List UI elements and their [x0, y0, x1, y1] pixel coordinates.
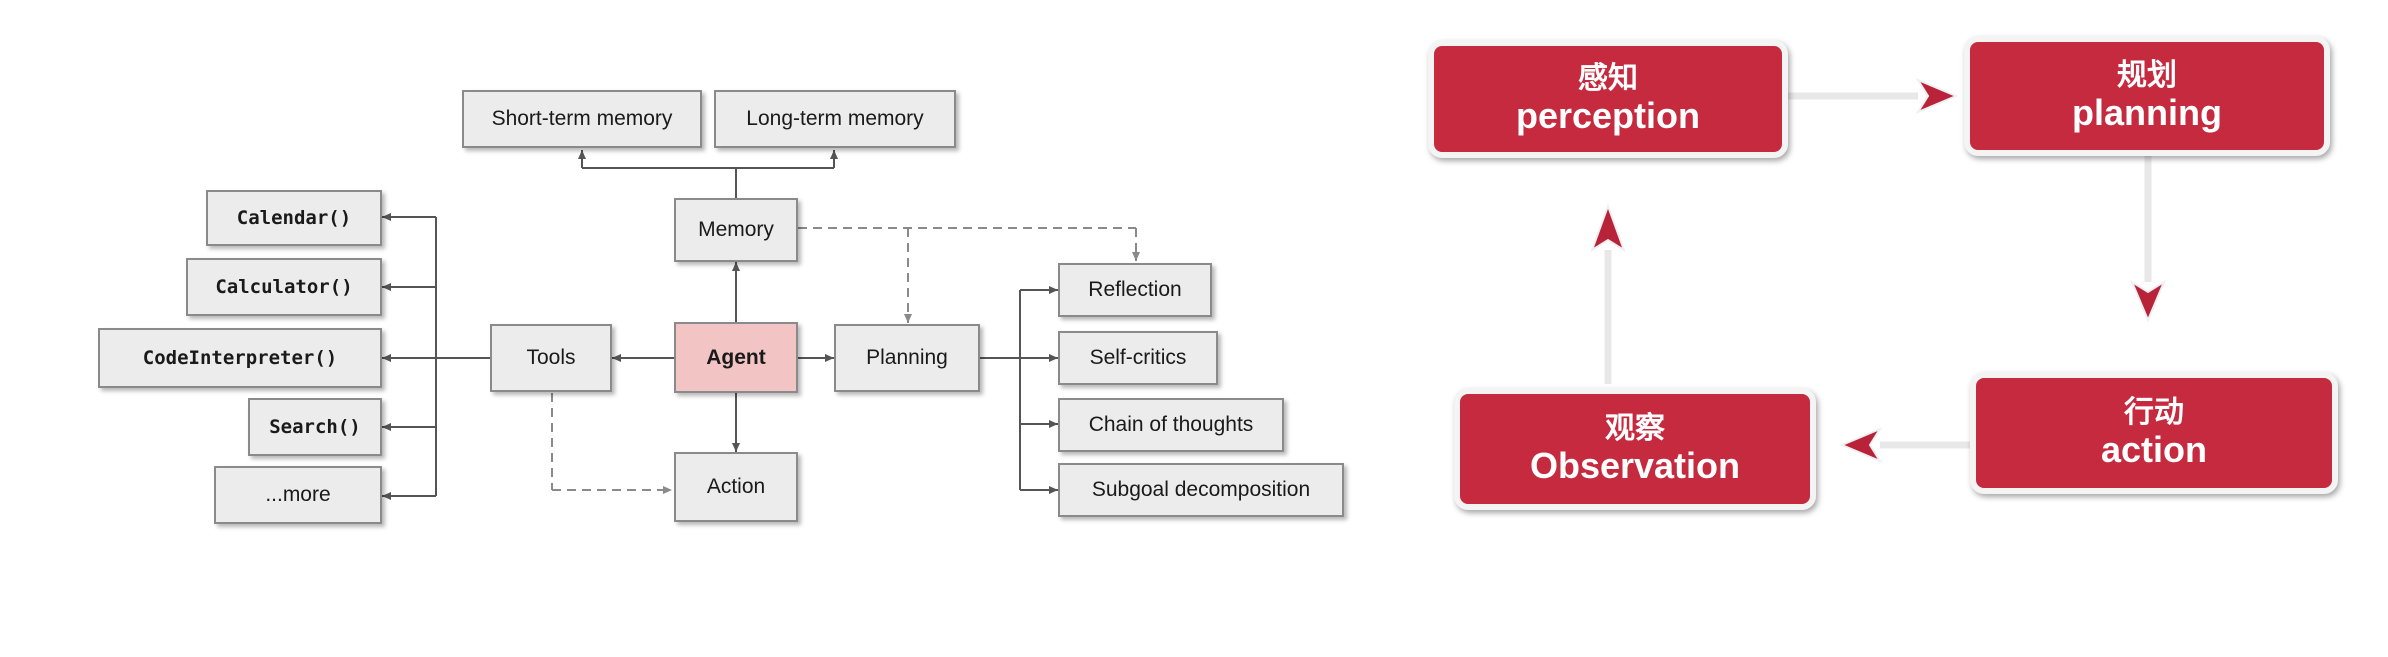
action-label: Action [706, 475, 766, 498]
memory-label: Memory [698, 218, 774, 241]
tools-box: Tools [490, 324, 612, 392]
action-en: action [2100, 428, 2207, 470]
agent-box: Agent [674, 322, 798, 393]
tool-item-label: CodeInterpreter() [142, 347, 338, 369]
action-zh: 行动 [2124, 395, 2184, 431]
short-term-memory-box: Short-term memory [462, 90, 702, 148]
observation-zh: 观察 [1605, 411, 1665, 447]
action-box: Action [674, 452, 798, 522]
planning-cycle-box: 规划 planning [1964, 36, 2330, 156]
agent-label: Agent [706, 345, 766, 369]
planning-item-subgoal-decomposition: Subgoal decomposition [1058, 463, 1344, 517]
long-term-memory-box: Long-term memory [714, 90, 956, 148]
observation-box: 观察 Observation [1454, 388, 1816, 510]
tool-item-calculator: Calculator() [186, 258, 382, 316]
tool-item-label: Search() [269, 416, 361, 438]
perception-en: perception [1515, 94, 1701, 136]
planning-item-label: Self-critics [1089, 346, 1187, 369]
observation-en: Observation [1529, 444, 1741, 486]
planning-item-reflection: Reflection [1058, 263, 1212, 317]
planning-item-label: Chain of thoughts [1088, 413, 1254, 436]
planning-en: planning [2072, 91, 2222, 133]
perception-zh: 感知 [1578, 61, 1638, 97]
planning-zh: 规划 [2117, 58, 2177, 94]
planning-item-label: Subgoal decomposition [1091, 478, 1311, 501]
planning-item-self-critics: Self-critics [1058, 331, 1218, 385]
arrow-head-up [1590, 203, 1626, 253]
arrow-head-left [1839, 426, 1883, 464]
long-term-memory-label: Long-term memory [746, 107, 924, 130]
planning-label: Planning [866, 346, 948, 369]
tool-item-label: Calculator() [215, 276, 353, 298]
tools-label: Tools [526, 346, 576, 369]
short-term-memory-label: Short-term memory [491, 107, 673, 130]
tool-item-search: Search() [248, 398, 382, 456]
tool-item-label: Calendar() [236, 207, 352, 229]
planning-box: Planning [834, 324, 980, 392]
tool-item-code-interpreter: CodeInterpreter() [98, 328, 382, 388]
action-cycle-box: 行动 action [1970, 372, 2338, 494]
arrow-head-down [2129, 279, 2167, 323]
arrow-head-right [1915, 77, 1959, 115]
planning-item-chain-of-thoughts: Chain of thoughts [1058, 398, 1284, 452]
tool-item-calendar: Calendar() [206, 190, 382, 246]
planning-item-label: Reflection [1088, 278, 1182, 301]
perception-box: 感知 perception [1428, 40, 1788, 158]
memory-box: Memory [674, 198, 798, 262]
tool-item-label: ...more [265, 483, 331, 506]
tool-item-more: ...more [214, 466, 382, 524]
